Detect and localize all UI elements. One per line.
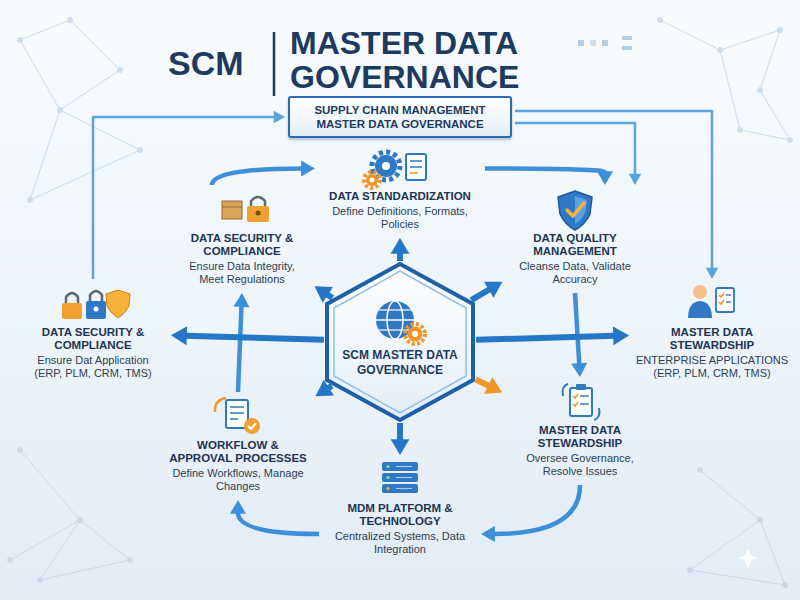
process-node: MASTER DATA STEWARDSHIPOversee Governanc… (505, 380, 655, 482)
connector-arrow (471, 282, 502, 300)
connector-line (397, 423, 403, 440)
connector-arrow (476, 326, 629, 345)
process-node: DATA SECURITY & COMPLIANCEEnsure Data In… (172, 188, 312, 290)
steward-person-icon (688, 285, 734, 318)
padlocks-icon (62, 290, 130, 319)
node-heading: MASTER DATA STEWARDSHIP (636, 326, 788, 352)
arrow-head (571, 363, 587, 377)
connector-arrow (481, 485, 580, 542)
process-node: MDM PLATFORM & TECHNOLOGYCentralized Sys… (322, 458, 478, 560)
arrow-head (171, 326, 187, 345)
arrow-head (484, 377, 502, 394)
node-description: Define Workflows, Manage Changes (167, 467, 309, 493)
connector-line (476, 379, 489, 386)
connector-arrow (233, 293, 249, 392)
connector-arrow (515, 123, 641, 185)
process-node: DATA SECURITY & COMPLIANCEEnsure Dat App… (18, 282, 168, 384)
connector-line (186, 336, 324, 340)
node-description: Oversee Governance, Resolve Issues (509, 452, 651, 478)
shield-check-icon (558, 191, 592, 230)
arrow-head (629, 174, 642, 185)
title-prefix: SCM (168, 43, 244, 83)
process-node: DATA QUALITY MANAGEMENTCleanse Data, Val… (505, 188, 645, 290)
hexagon-outline (325, 262, 475, 422)
process-node: DATA STANDARDIZATION Define Definitions, … (318, 146, 482, 235)
banner-ribbon: SUPPLY CHAIN MANAGEMENT MASTER DATA GOVE… (288, 96, 512, 138)
connector-arrow (485, 169, 613, 186)
node-heading: MDM PLATFORM & TECHNOLOGY (326, 502, 474, 528)
workflow-document-icon (215, 398, 260, 434)
arrow-head (230, 500, 246, 514)
connector-line (397, 253, 403, 261)
connector-arrow (476, 377, 503, 394)
node-heading: DATA QUALITY MANAGEMENT (509, 232, 641, 258)
title-divider (273, 32, 276, 96)
hexagon-hub: SCM MASTER DATA GOVERNANCE (325, 262, 475, 422)
node-description: ENTERPRISE APPLICATIONS (ERP, PLM, CRM, … (636, 354, 788, 380)
hub-title: SCM MASTER DATA GOVERNANCE (342, 348, 458, 378)
connector-line (494, 485, 580, 534)
arrow-head (233, 293, 249, 307)
arrow-head (481, 526, 495, 542)
connector-line (575, 293, 579, 364)
arrow-head (301, 160, 315, 176)
clipboard-icon (563, 384, 600, 420)
node-description: Centralized Systems, Data Integration (326, 530, 474, 556)
connector-line (476, 336, 614, 340)
process-node: MASTER DATA STEWARDSHIPENTERPRISE APPLIC… (632, 282, 792, 384)
banner-text: SUPPLY CHAIN MANAGEMENT MASTER DATA GOVE… (298, 103, 502, 131)
gears-icon (364, 152, 426, 188)
connector-line (471, 289, 489, 300)
node-heading: MASTER DATA STEWARDSHIP (509, 424, 651, 450)
process-node: WORKFLOW & APPROVAL PROCESSESDefine Work… (163, 395, 313, 497)
pixel-decor (578, 36, 758, 568)
connector-arrow (171, 326, 324, 345)
arrow-head (613, 326, 629, 345)
diagram-title: MASTER DATA GOVERNANCE (290, 26, 590, 94)
arrow-head (484, 282, 502, 298)
node-description: Ensure Data Integrity, Meet Regulations (176, 260, 308, 286)
node-description: Cleanse Data, Validate Accuracy (509, 260, 641, 286)
network-decor (8, 18, 793, 588)
node-heading: DATA SECURITY & COMPLIANCE (22, 326, 164, 352)
connector-arrow (230, 500, 319, 534)
connector-line (212, 169, 302, 186)
connector-arrow (391, 423, 410, 455)
connector-arrow (212, 160, 315, 185)
server-stack-icon (382, 462, 418, 493)
arrow-head (391, 238, 410, 254)
node-heading: DATA STANDARDIZATION (322, 190, 478, 203)
node-heading: DATA SECURITY & COMPLIANCE (176, 232, 308, 258)
connector-line (238, 513, 319, 534)
connector-arrow (391, 238, 410, 261)
arrow-head (597, 171, 613, 185)
connector-line (238, 306, 241, 392)
node-heading: WORKFLOW & APPROVAL PROCESSES (167, 439, 309, 465)
arrow-head (391, 439, 410, 455)
box-lock-icon (222, 197, 269, 222)
arrow-head (706, 268, 719, 279)
node-description: Define Definitions, Formats, Policies (322, 205, 478, 231)
connector-line (485, 169, 605, 173)
node-description: Ensure Dat Application (ERP, PLM, CRM, T… (22, 354, 164, 380)
arrow-head (274, 111, 285, 124)
